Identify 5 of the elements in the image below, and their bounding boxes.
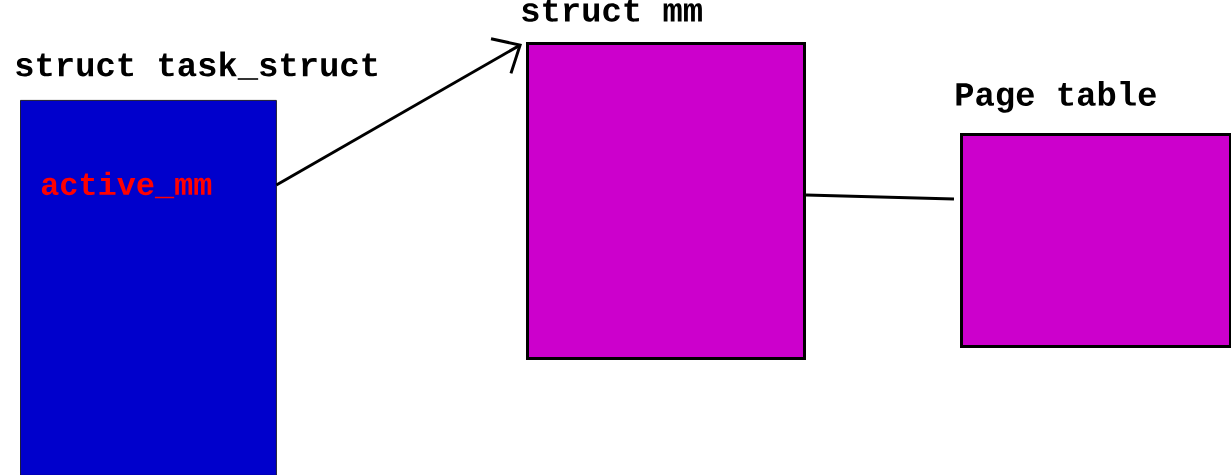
connector-line — [805, 193, 955, 201]
heading: Page table — [956, 81, 1156, 113]
arrow — [275, 37, 522, 187]
heading: struct task_struct — [16, 51, 377, 80]
field-label: active_mm — [41, 171, 212, 199]
